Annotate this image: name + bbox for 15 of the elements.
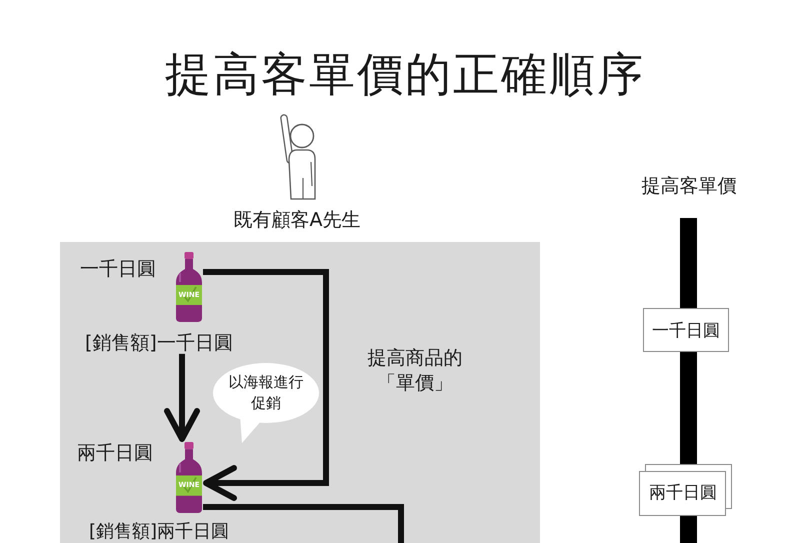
scale-heading: 提高客單價 xyxy=(642,175,736,198)
price-text: 一千日圓 xyxy=(80,258,156,281)
background-panel xyxy=(60,242,540,543)
sales-amount-text: [銷售額]一千日圓 xyxy=(85,333,233,354)
sales-amount-text: [銷售額]兩千日圓 xyxy=(89,522,230,542)
title: 提高客單價的正確順序 xyxy=(165,47,645,102)
arrow xyxy=(164,354,200,442)
price-text: 兩千日圓 xyxy=(649,482,717,504)
edge-label: 提高商品的「單價」 xyxy=(366,346,464,396)
arrow xyxy=(203,269,329,501)
connector-line xyxy=(203,504,404,543)
price-card: 一千日圓 xyxy=(643,308,729,352)
price-text: 兩千日圓 xyxy=(77,442,153,465)
panel-heading: 既有顧客A先生 xyxy=(234,209,360,232)
bubble-text: 以海報進行促銷 xyxy=(228,372,304,414)
